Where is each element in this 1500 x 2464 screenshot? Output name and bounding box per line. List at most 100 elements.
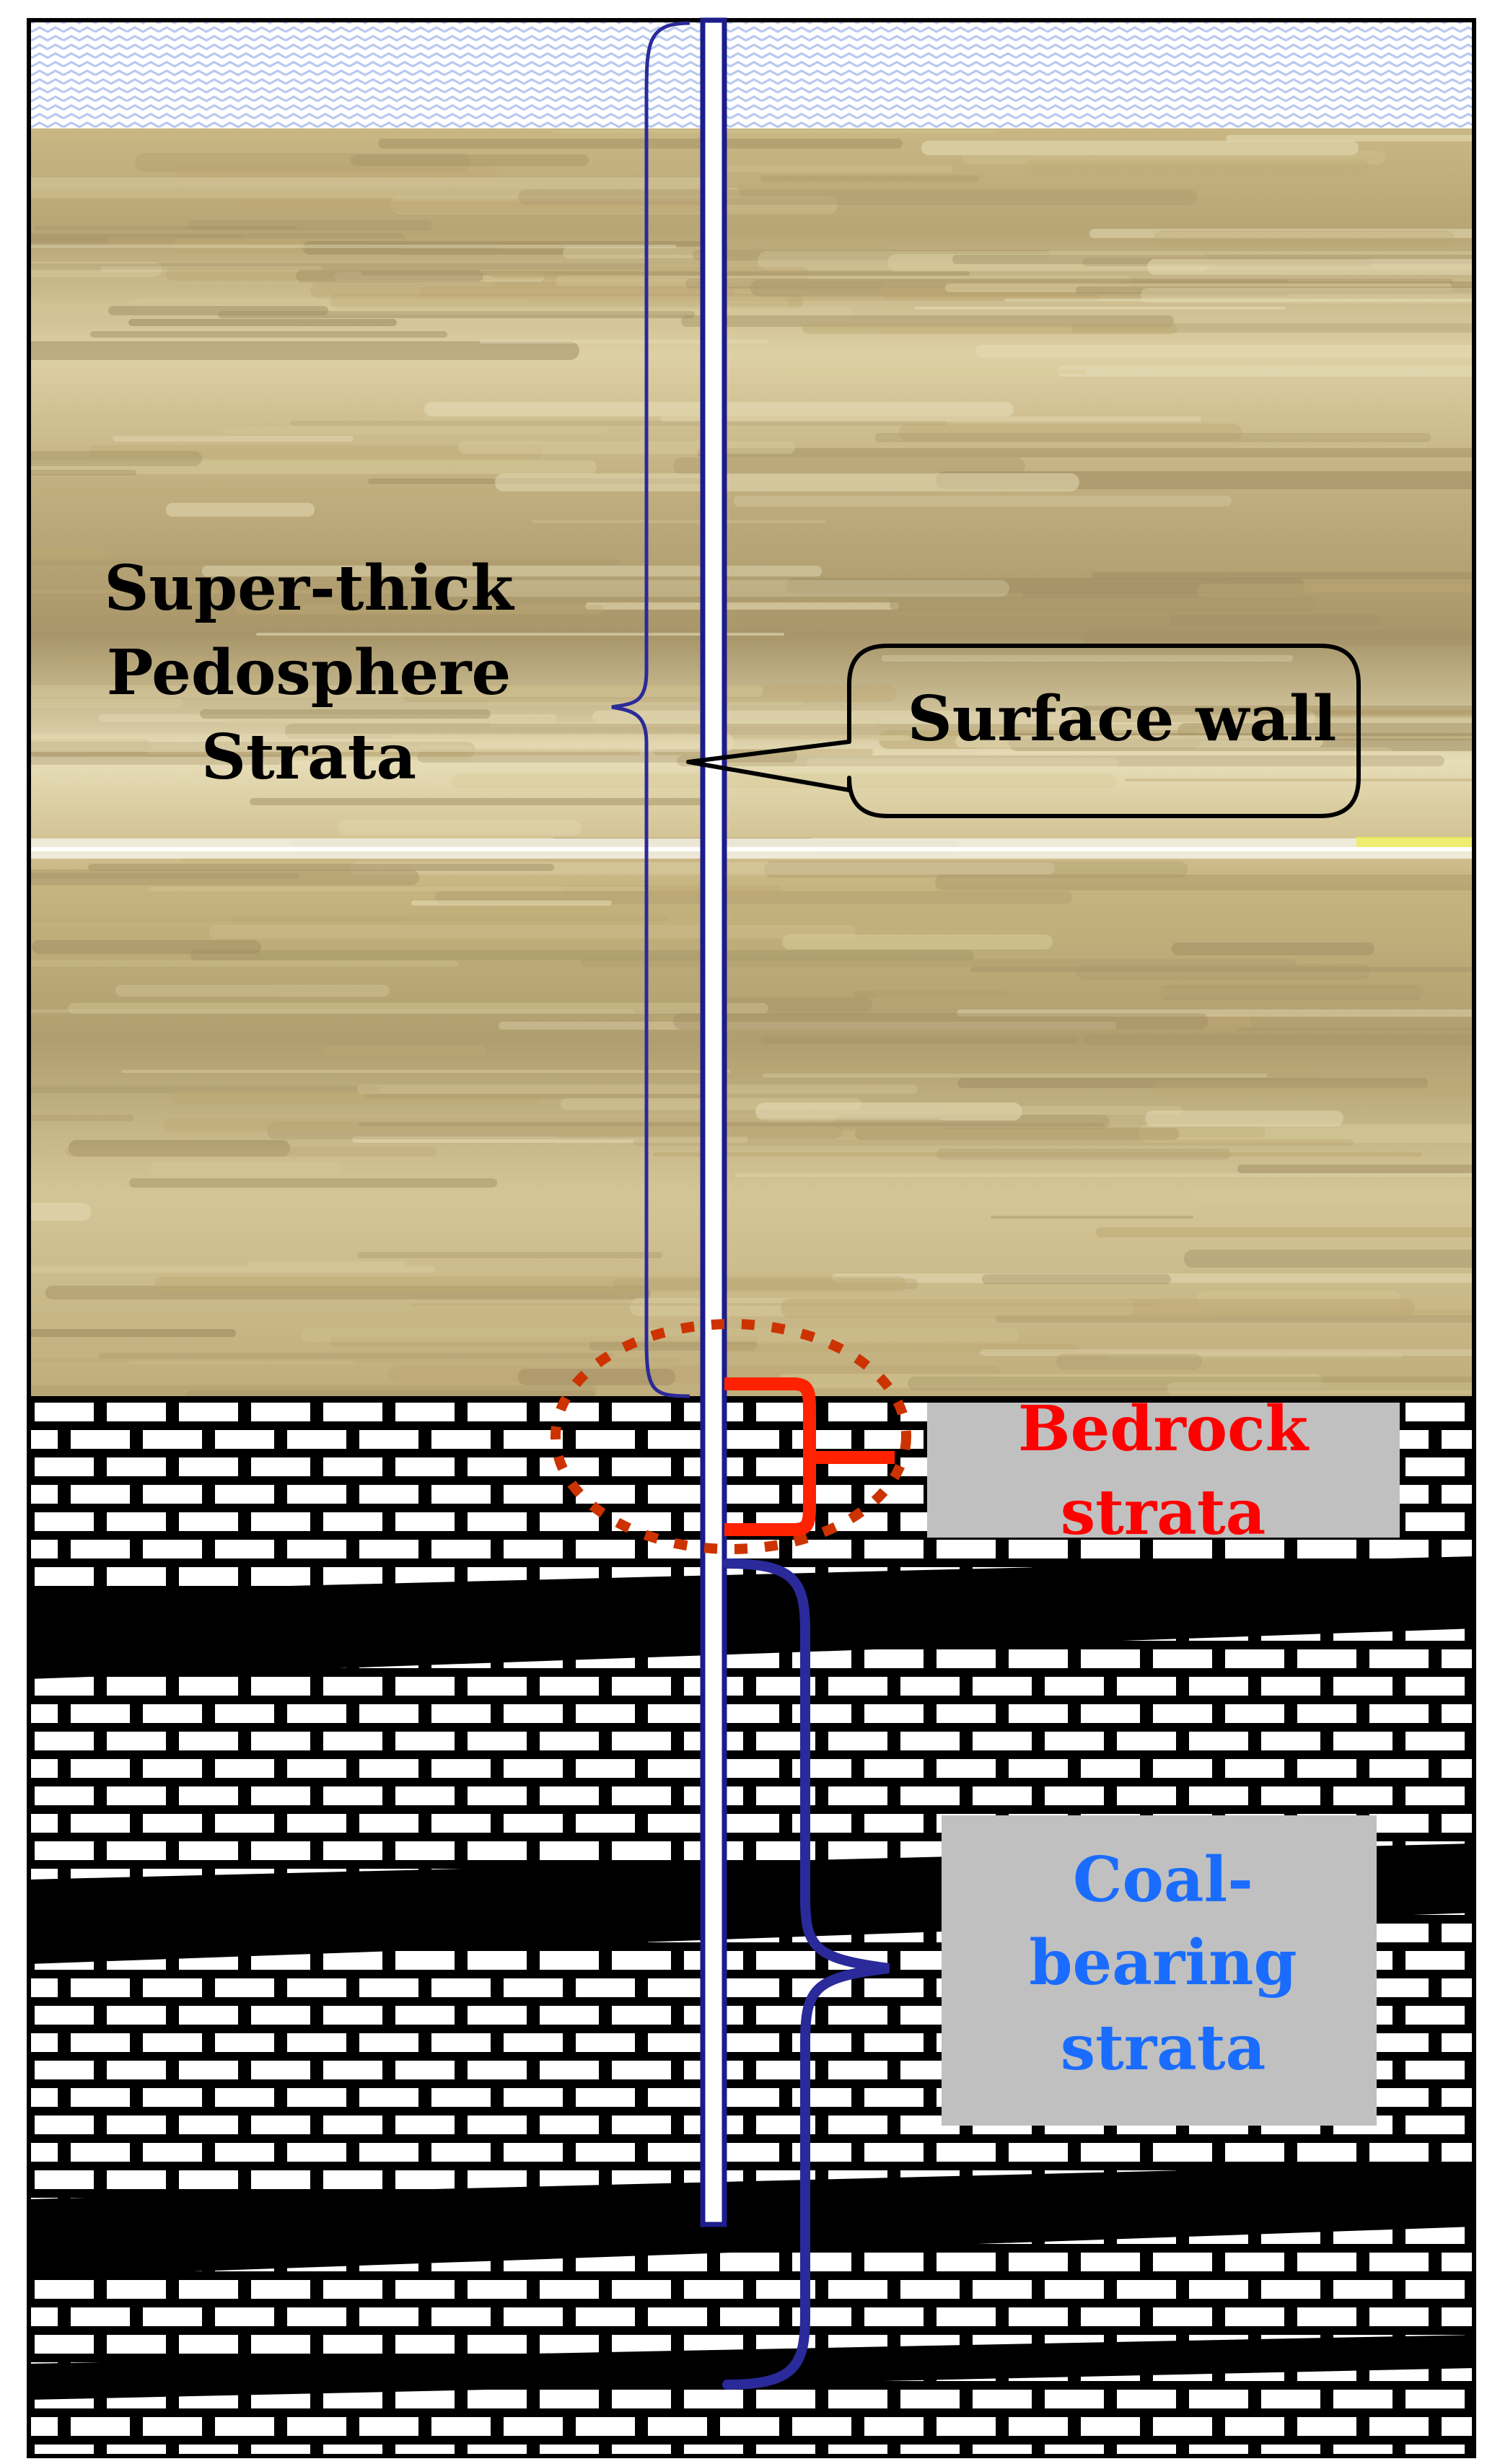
soil-streak: [652, 1015, 1251, 1030]
soil-streak: [250, 798, 711, 805]
soil-streak: [957, 1078, 1428, 1088]
soil-streak: [735, 1173, 1474, 1177]
soil-streak: [35, 226, 297, 229]
soil-streak: [807, 758, 1118, 768]
surface-wall-callout: [686, 644, 1361, 818]
soil-streak: [532, 520, 826, 523]
soil-streak: [129, 1178, 497, 1188]
soil-streak: [68, 1003, 768, 1014]
soil-streak: [653, 1152, 1422, 1157]
soil-streak: [150, 1161, 343, 1176]
bedrock-label-line2: strata: [1061, 1476, 1266, 1549]
soil-streak: [99, 1353, 613, 1359]
soil-streak: [222, 426, 608, 434]
soil-streak: [1056, 1354, 1202, 1369]
soil-streak: [89, 445, 543, 458]
soil-streak: [875, 433, 1431, 442]
soil-streak: [236, 605, 603, 614]
soil-streak: [854, 991, 1007, 997]
soil-streak: [957, 1009, 1474, 1017]
soil-streak: [491, 274, 644, 278]
soil-streak: [88, 864, 554, 871]
soil-streak: [65, 1146, 437, 1157]
bedrock-dotted-circle: [551, 1319, 911, 1554]
soil-streak: [234, 916, 667, 921]
soil-streak: [176, 163, 497, 181]
soil-streak: [209, 925, 856, 939]
soil-streak: [330, 1336, 758, 1347]
soil-streak: [677, 755, 1444, 766]
soil-streak: [1024, 159, 1369, 175]
soil-streak: [1058, 366, 1474, 377]
soil-streak: [1170, 615, 1382, 626]
coal-bearing-label-line2: bearing: [1029, 1926, 1297, 1999]
soil-streak: [218, 311, 695, 318]
soil-streak: [1197, 584, 1474, 597]
soil-streak: [1167, 1382, 1474, 1395]
soil-streak: [361, 271, 970, 276]
soil-streak: [1237, 1165, 1474, 1173]
soil-streak: [1071, 711, 1285, 722]
soil-streak: [458, 441, 795, 454]
soil-streak: [553, 130, 995, 133]
soil-streak: [1110, 1352, 1403, 1358]
soil-streak: [781, 1299, 1415, 1318]
soil-streak: [330, 294, 803, 309]
soil-streak: [764, 861, 1188, 878]
soil-streak: [29, 1203, 91, 1221]
soil-streak: [368, 242, 566, 247]
soil-streak: [585, 602, 899, 610]
soil-streak: [166, 503, 315, 517]
soil-streak: [980, 1349, 1474, 1356]
soil-streak: [935, 874, 1474, 890]
soil-streak: [29, 754, 282, 765]
soil-streak: [908, 1377, 1474, 1390]
soil-streak: [99, 714, 557, 722]
soil-streak: [1022, 592, 1474, 597]
soil-streak: [697, 448, 1474, 457]
soil-streak: [29, 262, 162, 277]
soil-streak: [734, 496, 1232, 507]
diagram-frame: [27, 18, 1476, 2458]
pedosphere-label-line2: Pedosphere: [107, 636, 511, 709]
soil-streak: [290, 421, 947, 426]
soil-streak: [29, 1329, 236, 1337]
soil-streak: [495, 473, 1079, 491]
soil-streak: [760, 1035, 1079, 1044]
soil-streak: [1157, 710, 1474, 714]
soil-streak: [921, 141, 1359, 155]
soil-streak: [660, 416, 1201, 421]
soil-streak: [29, 470, 136, 475]
soil-streak: [563, 885, 782, 895]
soil-streak: [975, 345, 1474, 357]
soil-streak: [190, 950, 974, 960]
soil-streak: [29, 1115, 133, 1121]
soil-streak: [29, 590, 417, 593]
soil-streak: [113, 436, 354, 442]
soil-streak: [802, 323, 1177, 334]
soil-streak: [155, 1276, 906, 1292]
soil-streak: [1147, 259, 1474, 275]
soil-streak: [633, 1139, 1354, 1146]
soil-streak: [188, 220, 432, 231]
soil-streak: [1154, 230, 1454, 247]
coal-bearing-label-line1: Coal-: [1073, 1843, 1253, 1916]
soil-streak: [970, 967, 1474, 972]
soil-streak: [832, 1273, 1474, 1283]
soil-streak: [310, 281, 734, 299]
soil-streak: [955, 735, 1323, 747]
soil-streak: [256, 633, 784, 636]
water-band: [29, 20, 1474, 128]
soil-streak: [1083, 1034, 1474, 1045]
soil-streak: [247, 1261, 407, 1266]
coal-bearing-brace: [722, 1558, 890, 2390]
soil-streak: [782, 934, 1053, 950]
soil-streak: [200, 709, 491, 719]
coal-seam: [29, 1556, 1474, 1679]
soil-streak: [489, 722, 879, 727]
soil-streak: [619, 725, 1203, 729]
soil-texture: [29, 130, 1474, 1400]
pedosphere-layer: [29, 128, 1474, 1400]
soil-streak: [962, 151, 1385, 165]
soil-streak: [357, 1084, 917, 1094]
